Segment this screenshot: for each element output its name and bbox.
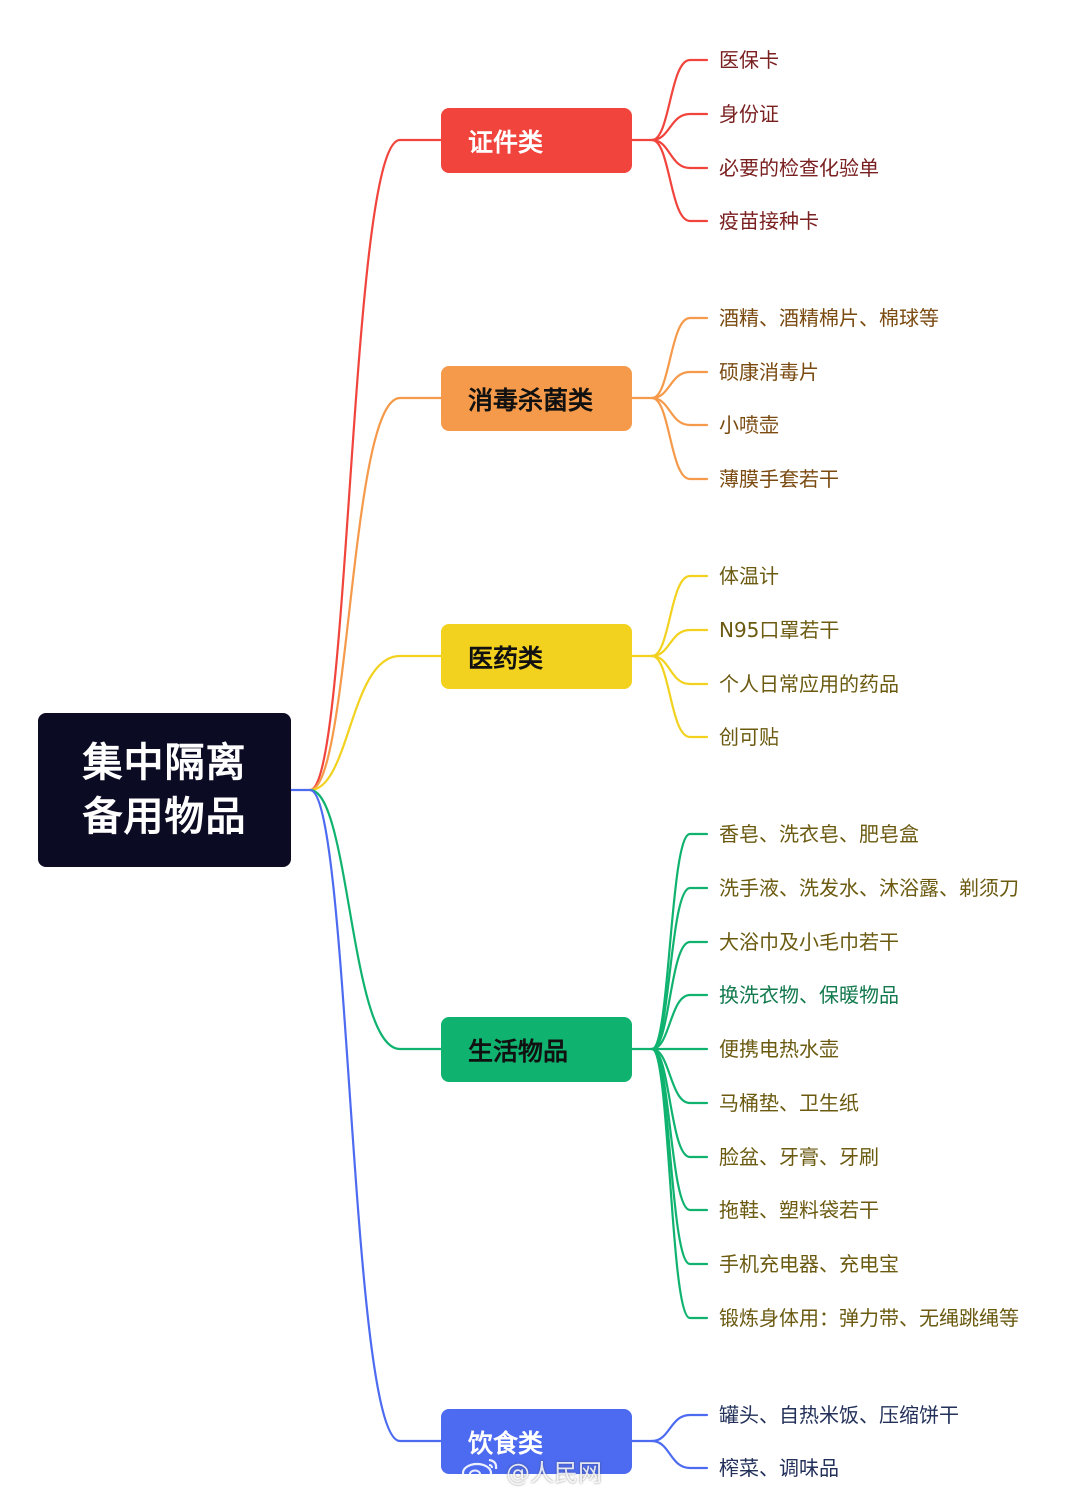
leaf-item: 硕康消毒片 — [719, 360, 819, 384]
leaf-item: 洗手液、洗发水、沐浴露、剃须刀 — [719, 876, 1019, 900]
watermark-text: @人民网 — [506, 1458, 602, 1487]
branch-line — [308, 396, 443, 792]
leaf-item: 个人日常应用的药品 — [719, 672, 899, 696]
leaf-item: 换洗衣物、保暖物品 — [719, 983, 899, 1007]
leaf-item: N95口罩若干 — [719, 618, 840, 642]
root-node: 集中隔离 备用物品 — [38, 713, 291, 867]
leaf-item: 酒精、酒精棉片、棉球等 — [719, 306, 939, 330]
leaf-line — [650, 396, 709, 481]
category-node-certificates: 证件类 — [441, 108, 632, 173]
leaf-line — [650, 138, 709, 223]
branch-line — [308, 788, 443, 1443]
leaf-line — [650, 1439, 709, 1470]
leaf-line — [650, 886, 709, 1051]
leaf-line — [650, 1047, 709, 1105]
leaf-line — [650, 316, 709, 400]
branch-line — [308, 654, 443, 792]
leaf-line — [650, 574, 709, 658]
category-node-food: 饮食类 — [441, 1409, 632, 1474]
category-node-medicine: 医药类 — [441, 624, 632, 689]
leaf-item: 榨菜、调味品 — [719, 1456, 839, 1480]
leaf-item: 马桶垫、卫生纸 — [719, 1091, 859, 1115]
leaf-item: 体温计 — [719, 564, 779, 588]
branch-line — [308, 138, 443, 792]
category-node-daily-items: 生活物品 — [441, 1017, 632, 1082]
category-label: 消毒杀菌类 — [468, 385, 594, 415]
leaf-line — [650, 370, 709, 400]
weibo-icon — [461, 1458, 498, 1484]
category-label: 生活物品 — [468, 1036, 569, 1066]
leaf-line — [650, 138, 709, 170]
leaf-item: 脸盆、牙膏、牙刷 — [719, 1145, 879, 1169]
leaf-item: 医保卡 — [719, 48, 779, 72]
leaf-line — [650, 940, 709, 1051]
leaf-item: 身份证 — [719, 102, 779, 126]
category-node-disinfection: 消毒杀菌类 — [441, 366, 632, 431]
leaf-item: 小喷壶 — [719, 413, 779, 437]
category-label: 证件类 — [468, 127, 544, 157]
leaf-item: 便携电热水壶 — [719, 1037, 839, 1061]
leaf-item: 必要的检查化验单 — [719, 156, 879, 180]
leaf-line — [650, 654, 709, 739]
leaf-item: 薄膜手套若干 — [719, 467, 839, 491]
leaf-item: 疫苗接种卡 — [719, 209, 819, 233]
leaf-line — [650, 993, 709, 1051]
leaf-item: 手机充电器、充电宝 — [719, 1252, 899, 1276]
category-label: 医药类 — [468, 643, 544, 673]
leaf-item: 罐头、自热米饭、压缩饼干 — [719, 1403, 959, 1427]
category-label: 饮食类 — [468, 1428, 544, 1458]
branch-line — [308, 788, 443, 1051]
leaf-line — [650, 1047, 709, 1320]
watermark: @人民网 — [460, 1452, 602, 1488]
leaf-item: 锻炼身体用：弹力带、无绳跳绳等 — [719, 1306, 1019, 1330]
leaf-line — [650, 112, 709, 142]
leaf-line — [650, 58, 709, 142]
leaf-item: 大浴巾及小毛巾若干 — [719, 930, 899, 954]
leaf-item: 创可贴 — [719, 725, 779, 749]
leaf-item: 香皂、洗衣皂、肥皂盒 — [719, 822, 919, 846]
leaf-line — [650, 396, 709, 427]
leaf-item: 拖鞋、塑料袋若干 — [719, 1198, 879, 1222]
leaf-line — [650, 628, 709, 658]
leaf-line — [650, 654, 709, 686]
root-node-label: 集中隔离 备用物品 — [82, 740, 247, 840]
leaf-line — [650, 1413, 709, 1443]
